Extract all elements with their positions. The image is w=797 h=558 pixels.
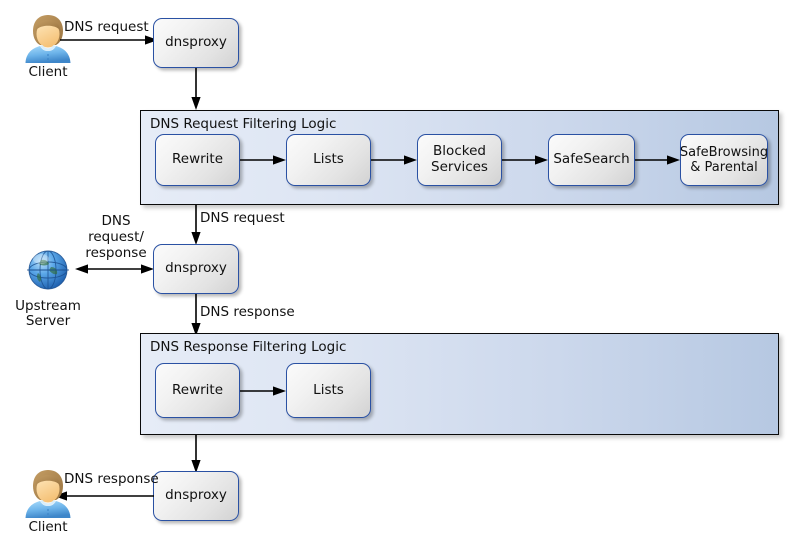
actor-upstream-server-label-line1: Upstream — [15, 298, 81, 314]
edge-upstream-exchange — [74, 259, 156, 279]
edge-lists-to-blocked-services — [371, 150, 419, 170]
actor-client-bottom: Client — [22, 467, 74, 535]
group-dns-response-filtering: DNS Response Filtering Logic — [140, 333, 779, 435]
node-dnsproxy-top-label: dnsproxy — [165, 34, 227, 51]
stage-blocked-services[interactable]: Blocked Services — [417, 134, 502, 186]
stage-rewrite-response[interactable]: Rewrite — [155, 363, 240, 418]
edge-proxy-to-response-group — [188, 294, 208, 338]
edge-rewrite-to-lists-request — [240, 150, 288, 170]
edge-safesearch-to-safebrowsing — [635, 150, 682, 170]
edge-response-group-to-proxy — [188, 435, 208, 475]
edge-label-client-to-proxy: DNS request — [64, 19, 149, 35]
edge-proxy-to-client — [52, 486, 156, 506]
stage-safebrowsing-parental-label-line2: & Parental — [690, 160, 758, 175]
stage-safebrowsing-parental[interactable]: SafeBrowsing & Parental — [680, 134, 768, 186]
user-avatar-icon — [25, 470, 71, 518]
actor-client-bottom-label: Client — [28, 519, 68, 535]
stage-rewrite-request-label: Rewrite — [171, 151, 224, 168]
edge-proxy-to-request-group — [188, 68, 208, 112]
edge-label-proxy-to-response-group: DNS response — [200, 304, 295, 320]
node-dnsproxy-middle[interactable]: dnsproxy — [153, 244, 239, 294]
actor-upstream-server: Upstream Server — [15, 243, 81, 329]
edge-rewrite-to-lists-response — [240, 381, 288, 401]
node-dnsproxy-bottom[interactable]: dnsproxy — [153, 471, 239, 521]
stage-lists-response-label: Lists — [313, 381, 344, 398]
edge-label-proxy-to-client: DNS response — [64, 471, 159, 487]
node-dnsproxy-bottom-label: dnsproxy — [165, 487, 227, 504]
stage-lists-request-label: Lists — [313, 151, 344, 168]
edge-request-group-to-proxy — [188, 205, 208, 247]
stage-safesearch-label: SafeSearch — [553, 151, 630, 168]
stage-rewrite-response-label: Rewrite — [171, 381, 224, 398]
edge-blocked-services-to-safesearch — [502, 150, 550, 170]
edge-label-upstream-exchange: DNS request/ response — [74, 213, 158, 262]
edge-label-request-group-to-proxy: DNS request — [200, 210, 285, 226]
group-dns-response-filtering-title: DNS Response Filtering Logic — [150, 339, 347, 355]
stage-rewrite-request[interactable]: Rewrite — [155, 134, 240, 186]
user-avatar-icon — [25, 15, 71, 63]
stage-lists-response[interactable]: Lists — [286, 363, 371, 418]
stage-safebrowsing-parental-label-line1: SafeBrowsing — [679, 144, 769, 160]
globe-icon — [27, 250, 69, 290]
node-dnsproxy-top[interactable]: dnsproxy — [153, 18, 239, 68]
edge-client-to-proxy — [60, 30, 160, 50]
edge-label-upstream-exchange-line2: request/ — [88, 228, 144, 245]
actor-upstream-server-label-line2: Server — [25, 313, 71, 329]
node-dnsproxy-middle-label: dnsproxy — [165, 260, 227, 277]
edge-label-upstream-exchange-line1: DNS — [101, 213, 131, 229]
actor-client-top-label: Client — [28, 64, 68, 80]
stage-lists-request[interactable]: Lists — [286, 134, 371, 186]
actor-client-top: Client — [22, 12, 74, 80]
stage-blocked-services-label-line2: Services — [431, 159, 488, 175]
edge-label-upstream-exchange-line3: response — [85, 244, 147, 261]
group-dns-request-filtering-title: DNS Request Filtering Logic — [150, 116, 337, 132]
stage-safesearch[interactable]: SafeSearch — [548, 134, 635, 186]
stage-blocked-services-label-line1: Blocked — [433, 143, 486, 160]
